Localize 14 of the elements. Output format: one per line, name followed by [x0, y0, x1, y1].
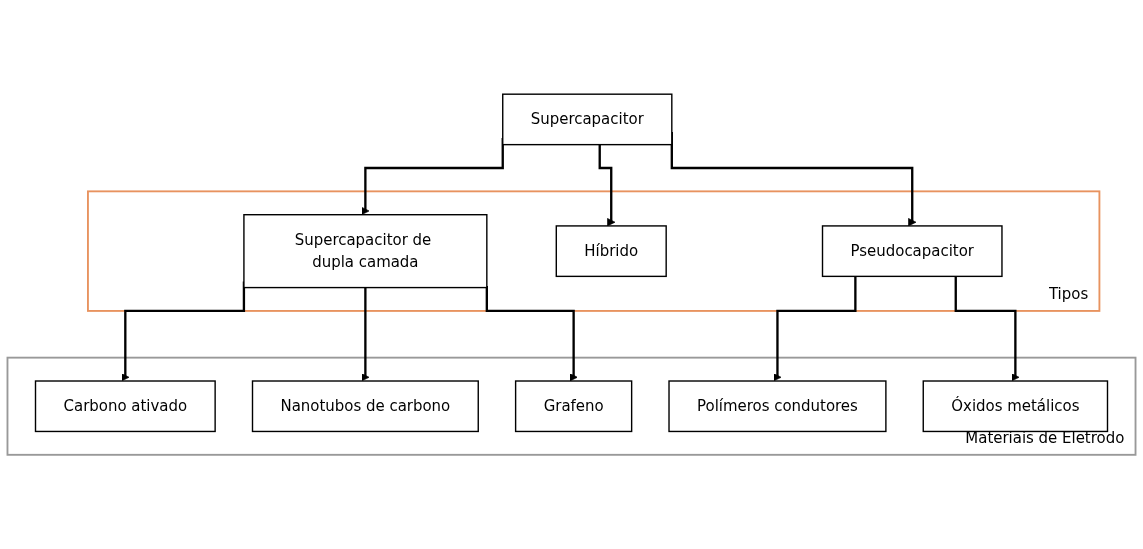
node-box: Híbrido	[555, 225, 667, 278]
arrow	[361, 287, 370, 382]
node-box: Supercapacitor de dupla camada	[243, 214, 488, 289]
arrow	[598, 144, 616, 227]
arrow	[954, 276, 1020, 382]
node-box: Supercapacitor	[502, 93, 673, 146]
arrow	[773, 276, 857, 382]
arrow	[485, 286, 578, 382]
node-box: Carbono ativado	[34, 380, 216, 433]
node-box: Pseudocapacitor	[821, 225, 1003, 278]
node-box: Polímeros condutores	[668, 380, 887, 433]
node-box: Grafeno	[514, 380, 633, 433]
node-box: Óxidos metálicos	[922, 380, 1109, 433]
node-box: Nanotubos de carbono	[251, 380, 479, 433]
